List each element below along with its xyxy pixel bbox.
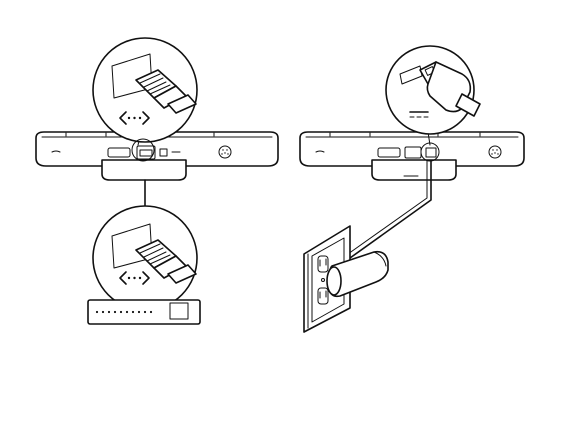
ethernet-zoom-bottom — [93, 206, 197, 310]
device-bar-right — [300, 132, 524, 180]
router — [88, 300, 200, 324]
